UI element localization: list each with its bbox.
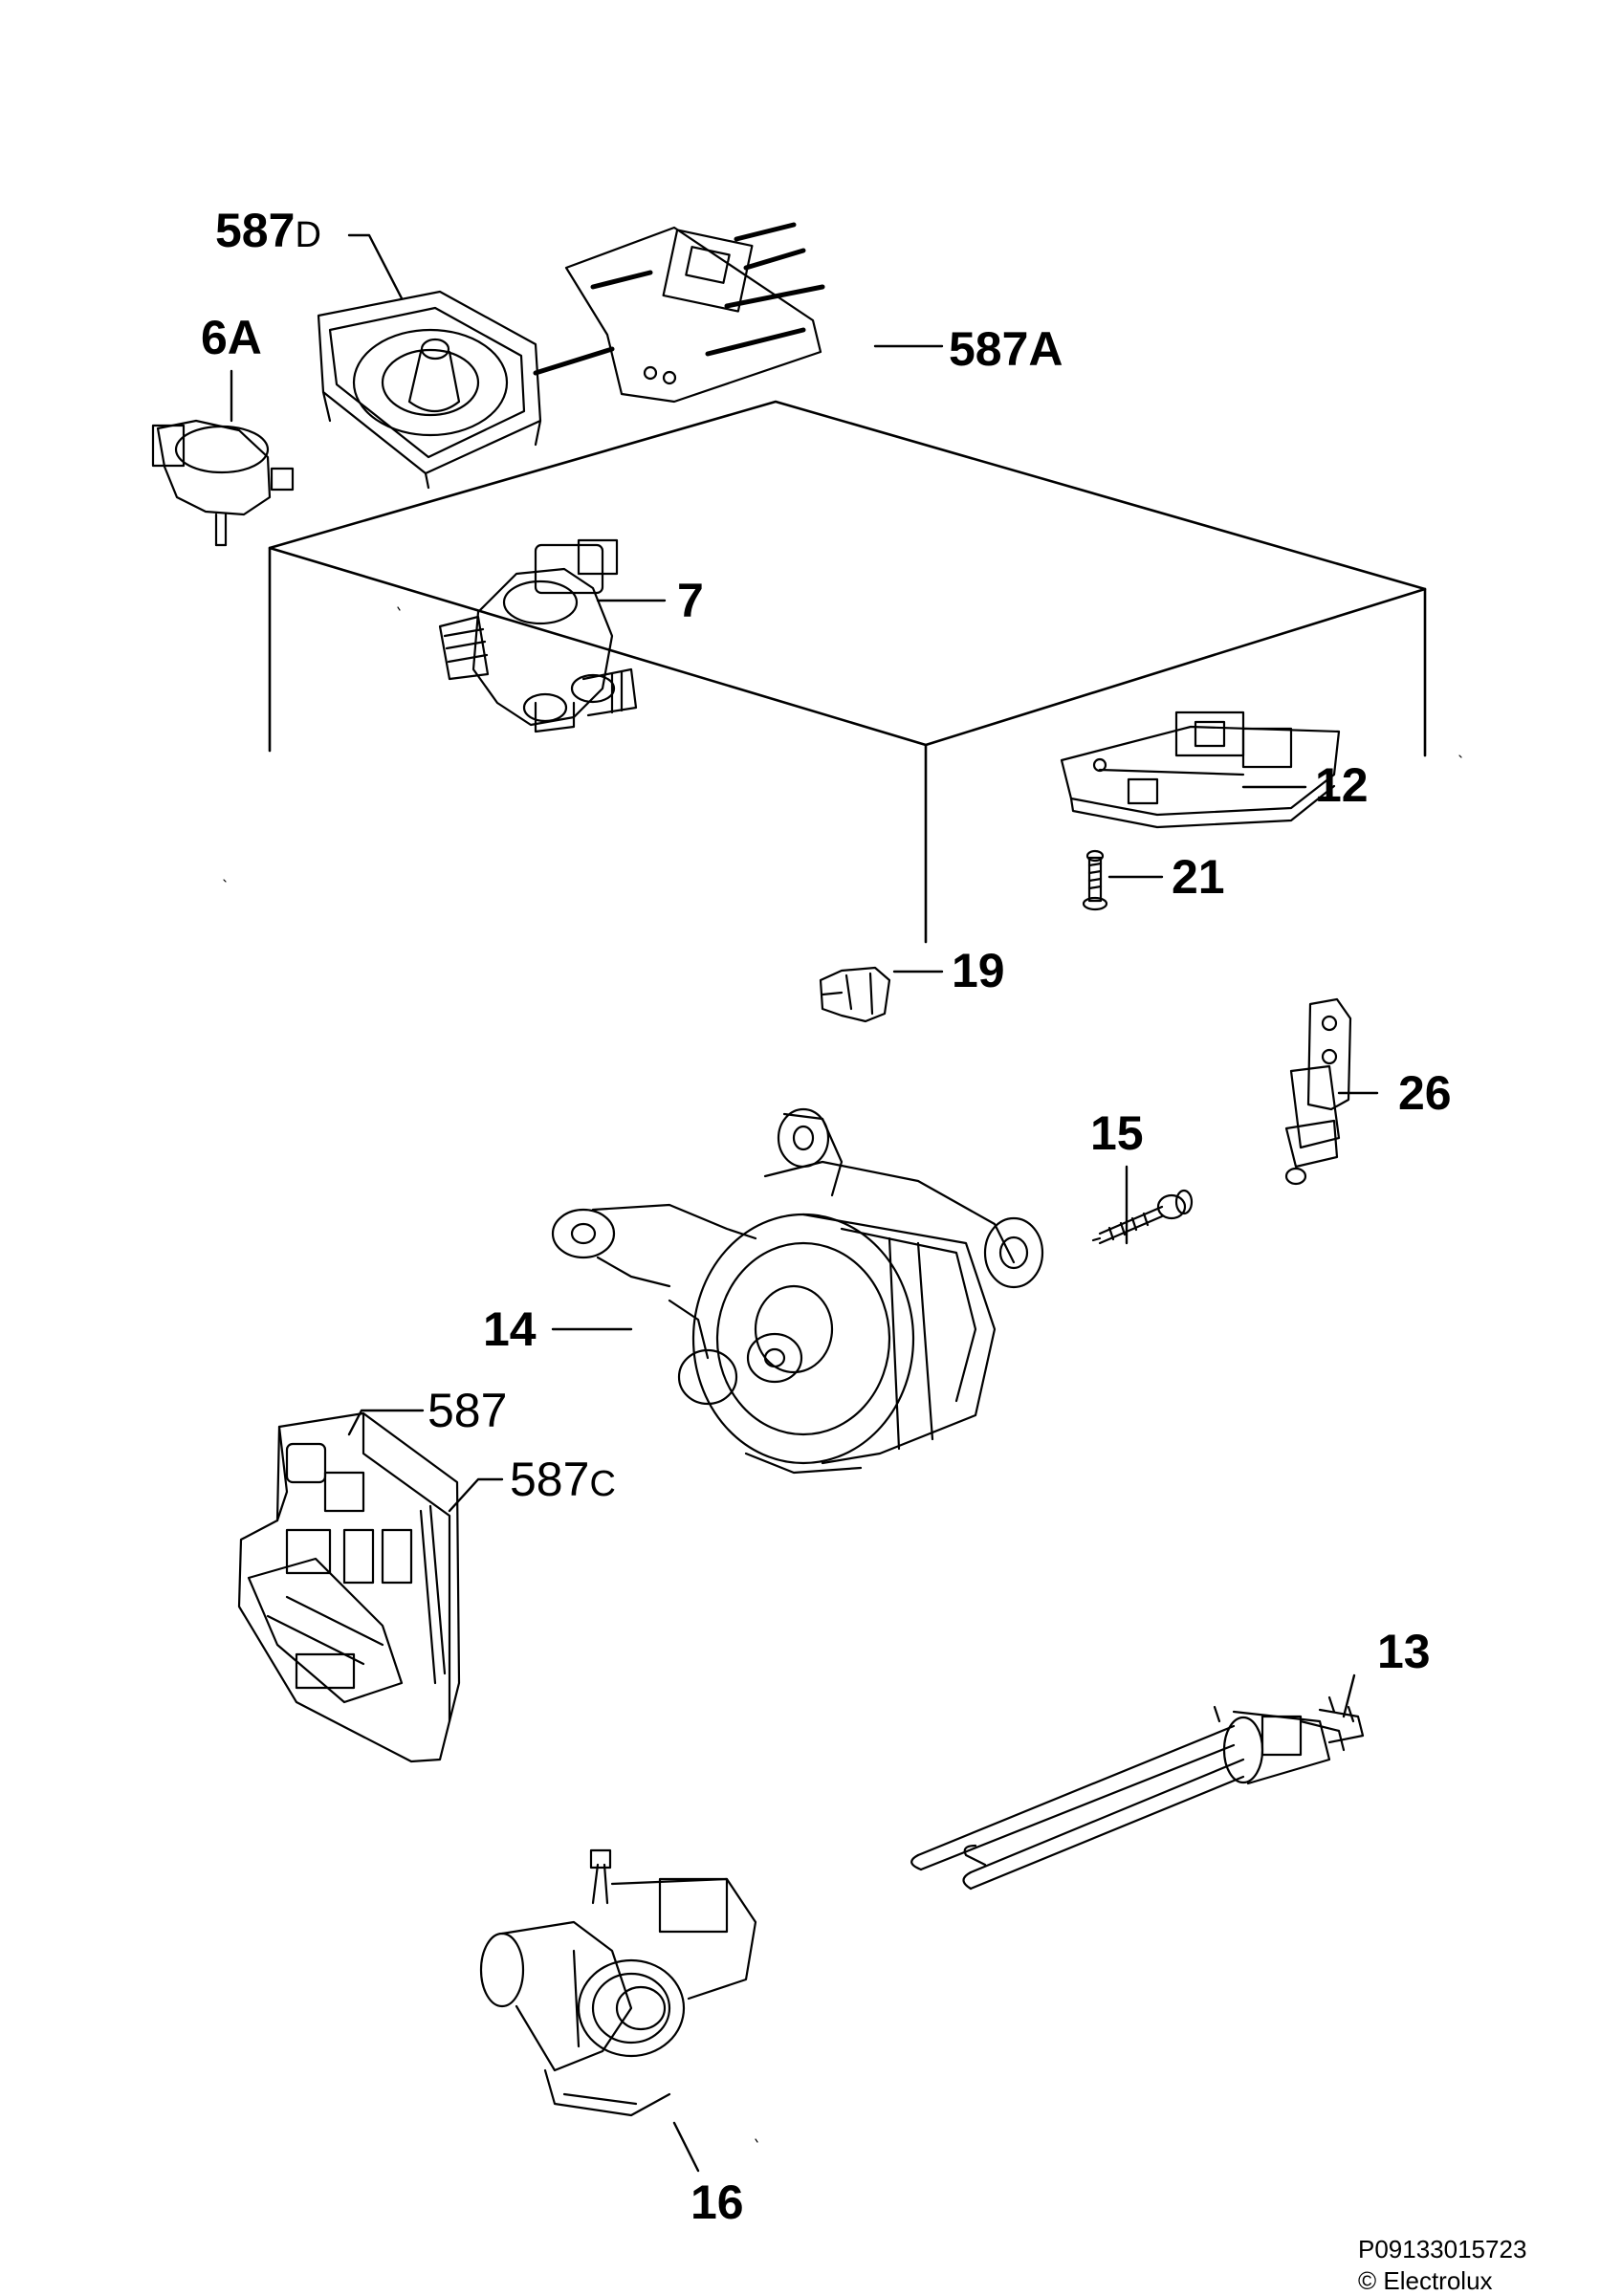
diagram-code: P09133015723 [1358,2234,1526,2265]
callout-587a: 587A [949,325,1063,373]
diagram-footer: P09133015723 © Electrolux [1358,2234,1526,2296]
heating-element-part [911,1697,1363,1889]
callout-587c: 587C [510,1455,616,1503]
user-interface-board-part [536,225,822,402]
callout-6a: 6A [201,314,262,361]
door-interlock-bracket-part [1062,712,1339,827]
suppressor-26-part [1286,999,1350,1184]
copyright-notice: © Electrolux [1358,2265,1526,2296]
callout-587d-number: 587 [215,204,295,257]
callout-587c-suffix: C [589,1464,615,1504]
callout-12: 12 [1315,761,1369,809]
clip-19-part [821,968,889,1021]
screw-15-part [1093,1191,1192,1243]
motor-part [553,1109,1042,1473]
drain-pump-part [481,1850,756,2115]
callout-26: 26 [1398,1069,1452,1117]
callout-13: 13 [1377,1628,1431,1675]
program-selector-frame-part [318,292,540,488]
callout-587: 587 [427,1387,507,1434]
callout-19: 19 [952,947,1005,995]
callout-7: 7 [677,577,704,624]
callout-587d-suffix: D [295,215,320,255]
scan-specks [224,607,1461,2142]
screw-21-part [1084,851,1107,909]
callout-14: 14 [483,1305,537,1353]
pressure-switch-part [153,421,293,545]
callout-15: 15 [1090,1109,1144,1157]
callout-16: 16 [690,2178,744,2226]
callout-587d: 587D [215,207,321,254]
inlet-valve-part [440,540,636,732]
callout-21: 21 [1172,853,1225,901]
main-control-board-part [239,1413,459,1761]
cabinet-outline [270,402,1425,942]
callout-587c-number: 587 [510,1453,589,1506]
